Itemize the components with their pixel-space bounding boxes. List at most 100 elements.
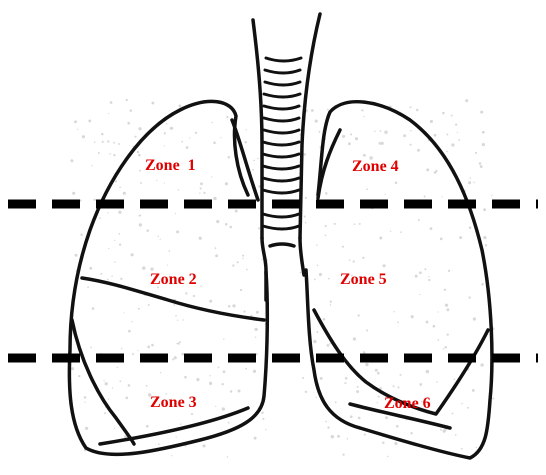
speckle-dot <box>128 330 131 333</box>
speckle-dot <box>426 168 429 171</box>
speckle-dot <box>390 231 391 232</box>
speckle-dot <box>186 146 189 149</box>
speckle-dot <box>319 273 322 276</box>
speckle-dot <box>480 363 483 366</box>
speckle-dot <box>476 447 477 448</box>
speckle-dot <box>363 351 365 353</box>
speckle-dot <box>374 131 376 133</box>
speckle-dot <box>330 301 332 303</box>
speckle-dot <box>115 180 117 182</box>
speckle-dot <box>461 448 463 450</box>
speckle-dot <box>410 432 412 434</box>
speckle-dot <box>364 434 366 436</box>
speckle-dot <box>238 390 241 393</box>
speckle-dot <box>353 337 356 340</box>
speckle-dot <box>468 181 471 184</box>
speckle-dot <box>395 182 398 185</box>
speckle-dot <box>104 412 106 414</box>
speckle-dot <box>317 265 319 267</box>
speckle-dot <box>211 122 212 123</box>
speckle-dot <box>452 413 454 415</box>
speckle-dot <box>316 331 318 333</box>
speckle-dot <box>80 234 82 236</box>
speckle-dot <box>107 140 109 142</box>
speckle-dot <box>419 294 420 295</box>
speckle-dot <box>446 308 449 311</box>
speckle-dot <box>362 257 364 259</box>
speckle-dot <box>424 268 426 270</box>
speckle-dot <box>84 396 87 399</box>
speckle-dot <box>164 132 166 134</box>
speckle-dot <box>363 116 364 117</box>
speckle-dot <box>223 370 226 373</box>
speckle-dot <box>483 236 486 239</box>
speckle-dot <box>433 325 436 328</box>
speckle-dot <box>215 254 218 257</box>
speckle-dot <box>243 310 245 312</box>
speckle-dot <box>479 162 482 165</box>
speckle-dot <box>451 115 453 117</box>
speckle-dot <box>451 143 454 146</box>
speckle-dot <box>455 434 457 436</box>
speckle-dot <box>411 315 414 318</box>
speckle-dot <box>109 153 111 155</box>
speckle-dot <box>301 106 303 108</box>
speckle-dot <box>135 136 137 138</box>
speckle-dot <box>176 436 177 437</box>
speckle-dot <box>85 427 88 430</box>
speckle-dot <box>216 220 219 223</box>
speckle-dot <box>215 406 216 407</box>
speckle-dot <box>378 395 380 397</box>
speckle-dot <box>342 246 344 248</box>
speckle-dot <box>377 372 380 375</box>
speckle-dot <box>218 367 220 369</box>
speckle-dot <box>113 154 115 156</box>
speckle-dot <box>465 99 468 102</box>
speckle-dot <box>98 152 100 154</box>
zone-1-label: Zone 1 <box>145 157 196 174</box>
speckle-dot <box>379 237 382 240</box>
speckle-dot <box>119 187 121 189</box>
speckle-dot <box>454 378 456 380</box>
speckle-dot <box>305 197 307 199</box>
speckle-dot <box>164 182 165 183</box>
speckle-dot <box>89 267 92 270</box>
speckle-dot <box>361 109 363 111</box>
speckle-dot <box>472 389 475 392</box>
speckle-dot <box>107 212 108 213</box>
speckle-dot <box>223 338 224 339</box>
speckle-dot <box>358 314 360 316</box>
speckle-dot <box>254 437 257 440</box>
speckle-dot <box>164 145 165 146</box>
speckle-dot <box>442 112 445 115</box>
speckle-dot <box>88 119 91 122</box>
speckle-dot <box>458 139 460 141</box>
speckle-dot <box>137 350 138 351</box>
speckle-dot <box>117 367 119 369</box>
speckle-dot <box>355 137 358 140</box>
speckle-dot <box>90 347 92 349</box>
speckle-dot <box>82 135 85 138</box>
speckle-dot <box>444 346 447 349</box>
speckle-dot <box>441 196 442 197</box>
speckle-dot <box>334 223 336 225</box>
speckle-dot <box>137 151 139 153</box>
speckle-dot <box>320 377 323 380</box>
speckle-dot <box>318 131 320 133</box>
speckle-dot <box>230 390 232 392</box>
speckle-dot <box>139 223 142 226</box>
speckle-dot <box>225 223 228 226</box>
speckle-dot <box>94 142 96 144</box>
speckle-dot <box>181 141 183 143</box>
speckle-dot <box>481 283 484 286</box>
speckle-dot <box>335 401 337 403</box>
speckle-dot <box>222 407 225 410</box>
speckle-dot <box>366 188 368 190</box>
speckle-dot <box>119 380 121 382</box>
speckle-dot <box>225 182 228 185</box>
speckle-dot <box>354 223 356 225</box>
speckle-dot <box>383 264 386 267</box>
speckle-dot <box>112 387 114 389</box>
speckle-dot <box>75 254 78 257</box>
